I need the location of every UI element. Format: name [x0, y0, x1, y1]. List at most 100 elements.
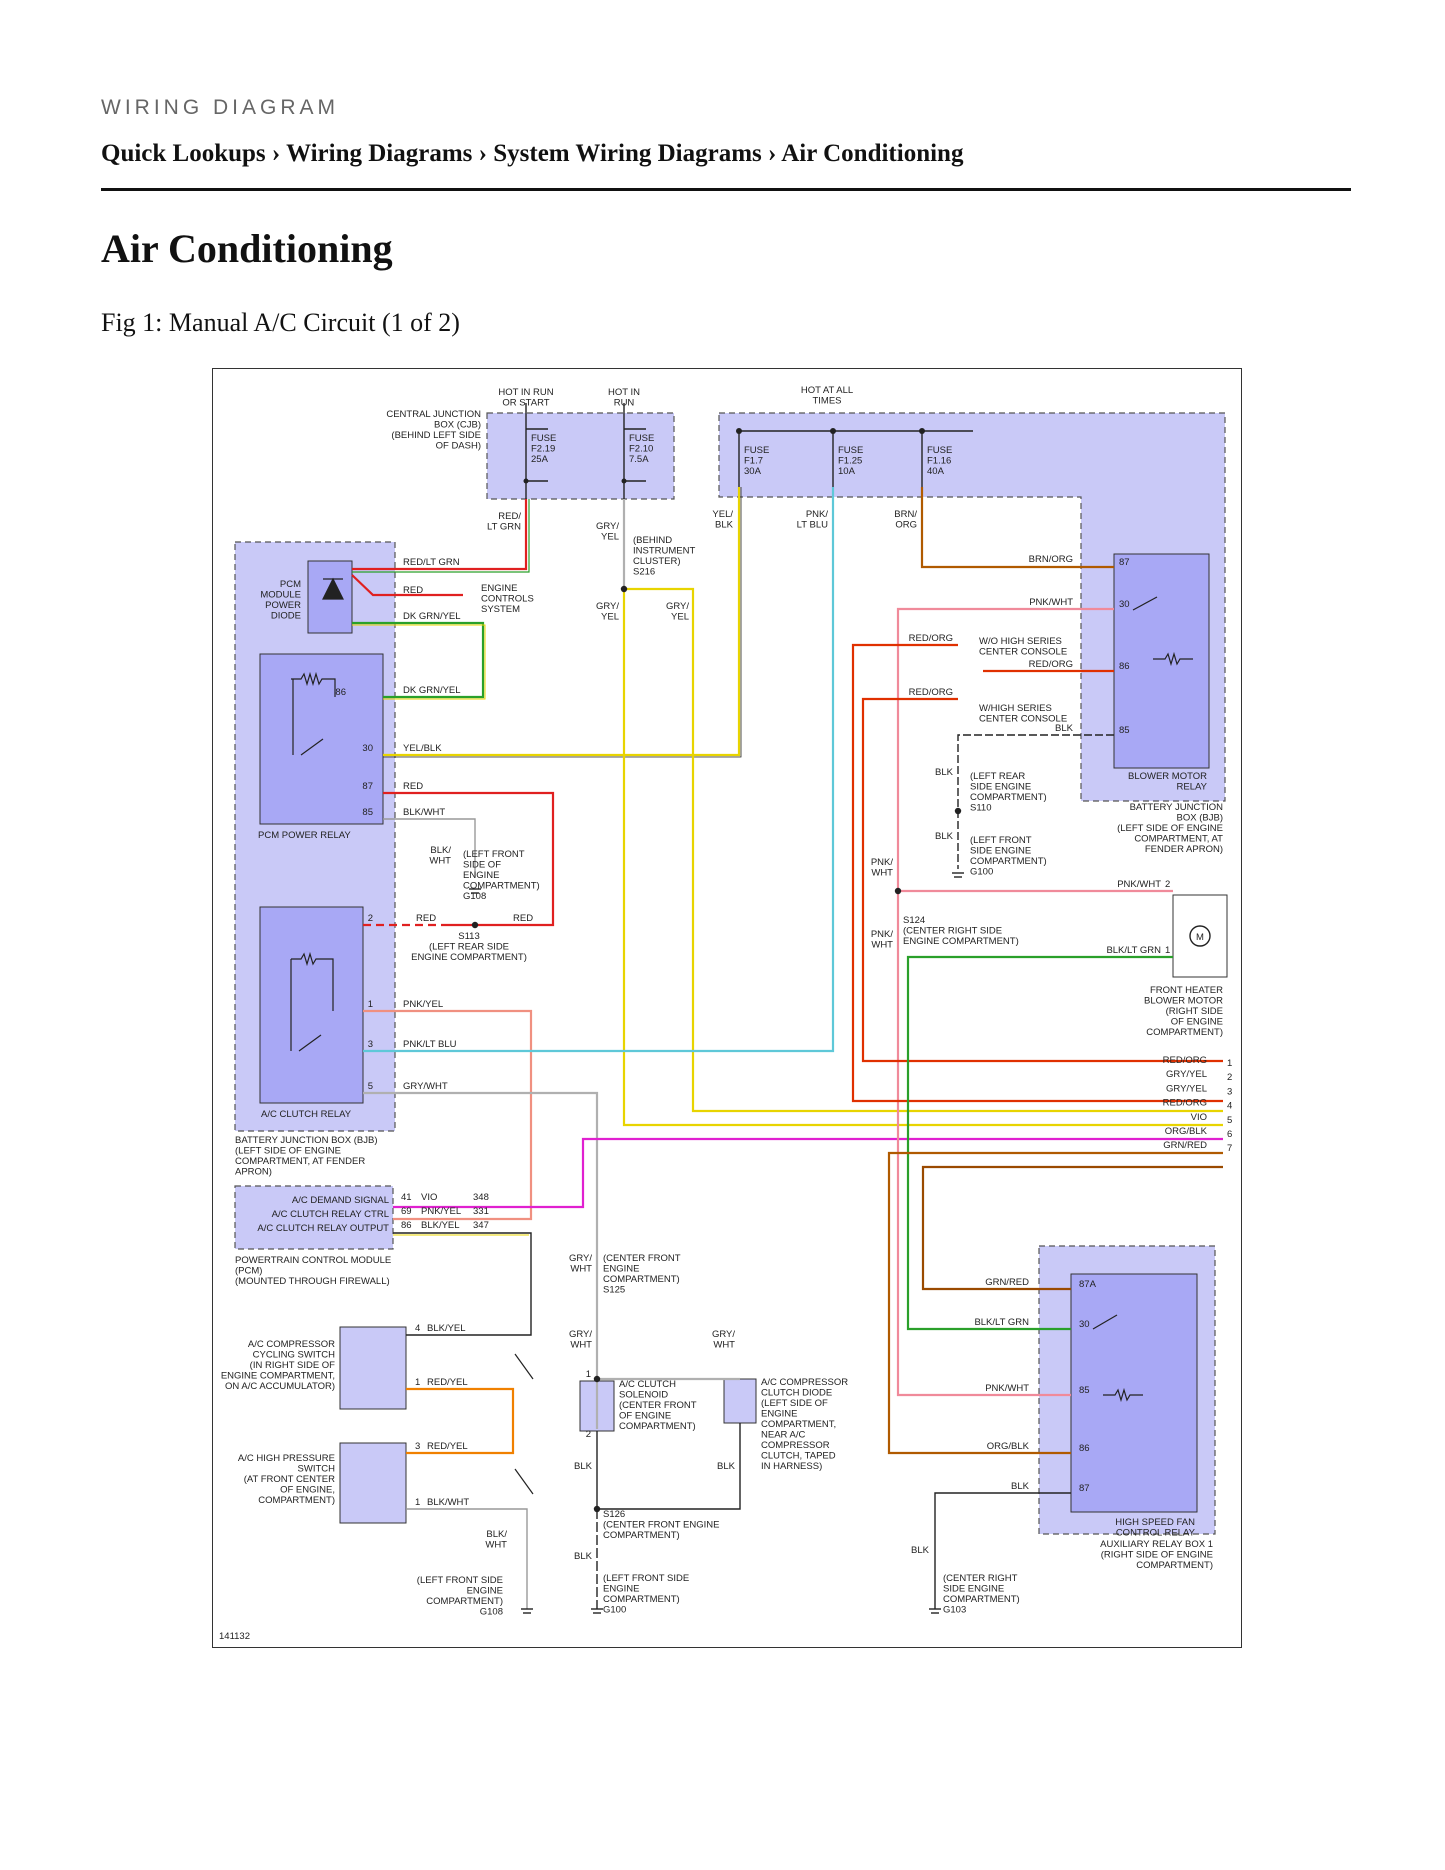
pin-number: 87A	[1079, 1279, 1097, 1290]
s110-label: S110	[970, 803, 991, 814]
cjb-label: OF DASH)	[436, 441, 481, 452]
breadcrumb-wiring-diagrams[interactable]: Wiring Diagrams	[286, 140, 473, 167]
pin-number: 86	[1079, 1443, 1090, 1454]
wire-label: WHT	[871, 868, 893, 879]
wire-label: PNK/WHT	[1117, 879, 1161, 890]
wo-high-series-label: W/O HIGH SERIES	[979, 636, 1062, 647]
clutch-solenoid-label: SOLENOID	[619, 1390, 668, 1401]
hot-run-start-label: HOT IN RUN	[498, 387, 553, 398]
blower-motor-relay	[1113, 553, 1210, 769]
g103-label: G103	[943, 1605, 966, 1616]
cjb-box	[486, 412, 675, 500]
wire-label: BLK	[911, 1545, 930, 1556]
wire-label: DK GRN/YEL	[403, 611, 461, 622]
g108-upper-label: COMPARTMENT)	[463, 881, 540, 892]
connector-pin-number: 3	[1227, 1086, 1232, 1097]
breadcrumb-quick-lookups[interactable]: Quick Lookups	[101, 140, 266, 167]
ac-clutch-relay-label: A/C CLUTCH RELAY	[261, 1109, 352, 1120]
pcm-diode-label: MODULE	[260, 590, 301, 601]
pcm-box	[234, 1185, 394, 1250]
fuse-f1-16-label: 40A	[927, 466, 945, 477]
clutch-diode-label: IN HARNESS)	[761, 1461, 822, 1472]
wire-label: BLK/	[486, 1529, 507, 1540]
hot-all-times-label: HOT AT ALL	[801, 385, 853, 396]
pin-number: 86	[1119, 661, 1130, 672]
blower-motor-label: (RIGHT SIDE	[1166, 1006, 1223, 1017]
s124-label: ENGINE COMPARTMENT)	[903, 936, 1019, 947]
g100-upper-label: G100	[970, 867, 993, 878]
motor-symbol: M	[1196, 932, 1204, 943]
wire-label: PNK/WHT	[1029, 597, 1073, 608]
wire-label: ORG	[895, 520, 917, 531]
blower-motor-label: COMPARTMENT)	[1146, 1027, 1223, 1038]
g100-upper-label: (LEFT FRONT	[970, 835, 1032, 846]
clutch-diode-label: CLUTCH, TAPED	[761, 1451, 836, 1462]
g100-lower-label: COMPARTMENT)	[603, 1594, 680, 1605]
s125-label: COMPARTMENT)	[603, 1274, 680, 1285]
wire-label: WHT	[871, 940, 893, 951]
header-divider	[101, 188, 1351, 191]
bjb-left-label: APRON)	[235, 1167, 272, 1178]
s216-label: S216	[633, 567, 655, 578]
clutch-solenoid-label: A/C CLUTCH	[619, 1379, 676, 1390]
engine-controls-label: ENGINE	[481, 583, 517, 594]
breadcrumb-air-conditioning[interactable]: Air Conditioning	[781, 140, 964, 167]
s216-label: (BEHIND	[633, 535, 672, 546]
connector-wire-label: VIO	[1191, 1112, 1207, 1123]
wire-label: PNK/	[806, 509, 829, 520]
fuse-f2-19-label: F2.19	[531, 444, 555, 455]
s125-label: S125	[603, 1285, 625, 1296]
bjb-top-label: BOX (BJB)	[1177, 813, 1223, 824]
cycling-switch-label: (IN RIGHT SIDE OF	[250, 1360, 336, 1371]
wire-label: RED/YEL	[427, 1441, 468, 1452]
pcm-pin-name: A/C CLUTCH RELAY OUTPUT	[257, 1223, 389, 1234]
blower-motor-label: BLOWER MOTOR	[1144, 996, 1223, 1007]
blower-motor-box	[1172, 894, 1228, 978]
pin-number: 1	[586, 1369, 591, 1380]
pcm-pin-circuit: 348	[473, 1192, 489, 1203]
g108-upper-label: (LEFT FRONT	[463, 849, 525, 860]
pcm-label: POWERTRAIN CONTROL MODULE	[235, 1255, 391, 1266]
cycling-switch-label: A/C COMPRESSOR	[248, 1339, 335, 1350]
pin-number: 3	[368, 1039, 373, 1050]
g108-lower-label: COMPARTMENT)	[426, 1596, 503, 1607]
pin-number: 1	[1165, 945, 1170, 956]
aux-relay-box-label: (RIGHT SIDE OF ENGINE	[1101, 1550, 1213, 1561]
wire-label: RED/ORG	[909, 633, 953, 644]
wire-label: YEL/BLK	[403, 743, 442, 754]
s125-label: (CENTER FRONT	[603, 1253, 681, 1264]
pin-number: 85	[362, 807, 373, 818]
high-pressure-switch-label: OF ENGINE,	[280, 1485, 335, 1496]
breadcrumb-system-wiring-diagrams[interactable]: System Wiring Diagrams	[493, 140, 762, 167]
cycling-switch-label: CYCLING SWITCH	[253, 1350, 335, 1361]
s126-label: (CENTER FRONT ENGINE	[603, 1520, 719, 1531]
cycling-switch-label: ENGINE COMPARTMENT,	[221, 1371, 335, 1382]
bjb-top-label: COMPARTMENT, AT	[1134, 834, 1223, 845]
pcm-pin-color: VIO	[421, 1192, 437, 1203]
clutch-diode-label: A/C COMPRESSOR	[761, 1377, 848, 1388]
figure-id: 141132	[219, 1631, 250, 1642]
wire-label: GRN/RED	[985, 1277, 1029, 1288]
connector-pin-number: 1	[1227, 1058, 1232, 1069]
clutch-diode-box	[723, 1378, 757, 1424]
s216-label: CLUSTER)	[633, 556, 681, 567]
wire-label: PNK/YEL	[403, 999, 443, 1010]
wire-label: GRY/	[596, 601, 619, 612]
pin-number: 3	[415, 1441, 420, 1452]
connector-wire-label: RED/ORG	[1163, 1098, 1207, 1109]
s110-label: (LEFT REAR	[970, 771, 1025, 782]
wire-label: BLK	[935, 831, 954, 842]
wire-label: RED	[416, 913, 436, 924]
wire-label: RED/LT GRN	[403, 557, 460, 568]
s125-label: ENGINE	[603, 1264, 639, 1275]
pcm-pin-circuit: 347	[473, 1220, 489, 1231]
wire-label: RED	[513, 913, 533, 924]
bjb-left-label: BATTERY JUNCTION BOX (BJB)	[235, 1135, 378, 1146]
pin-number: 5	[368, 1081, 373, 1092]
wire-label: PNK/WHT	[985, 1383, 1029, 1394]
wire-label: BLK	[1011, 1481, 1030, 1492]
bjb-left-label: (LEFT SIDE OF ENGINE	[235, 1146, 341, 1157]
